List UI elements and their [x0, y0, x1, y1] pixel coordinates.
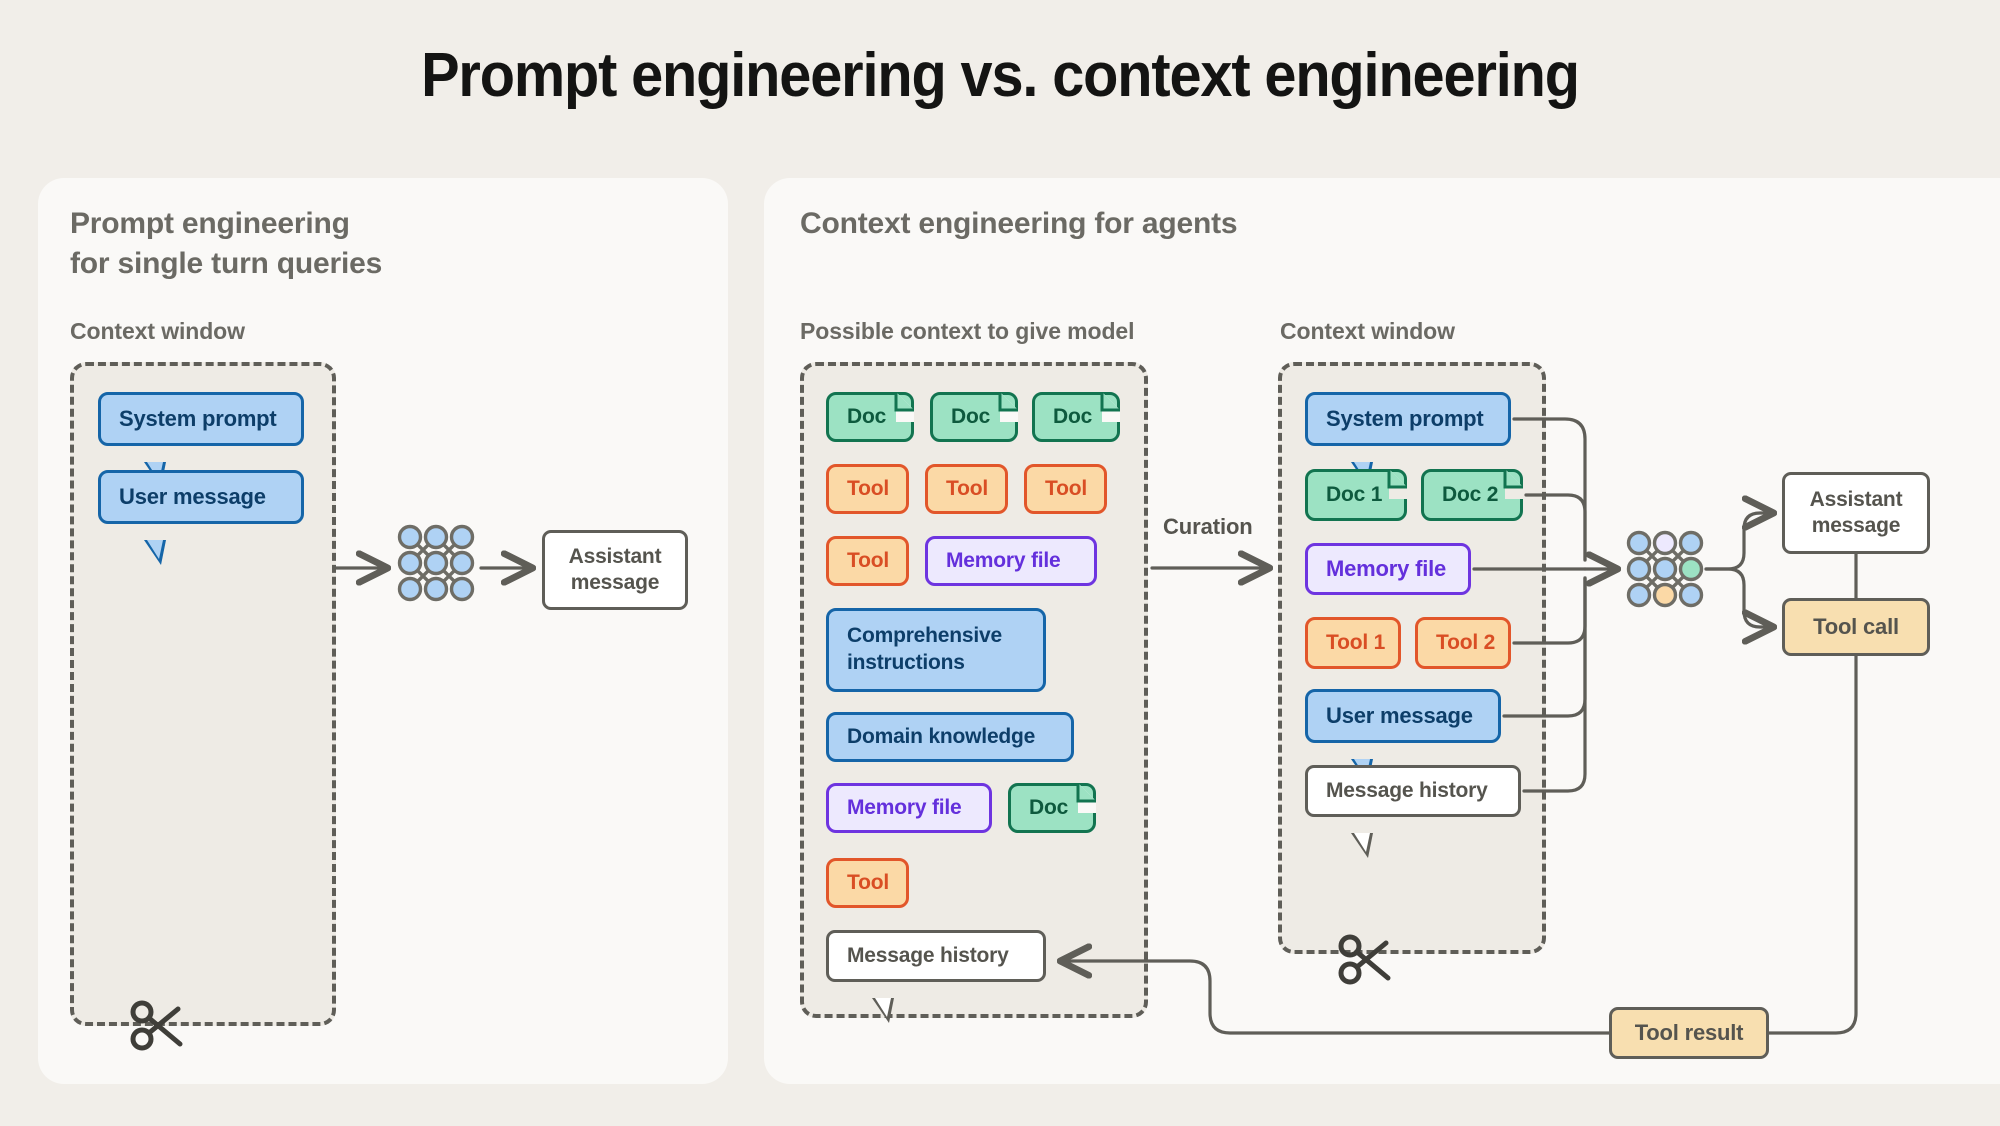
doc-fold-icon	[1503, 469, 1523, 499]
node-user-message[interactable]: User message	[98, 470, 304, 565]
node-message-history-left[interactable]: Message history	[826, 930, 1046, 1023]
node-assistant-message-left[interactable]: Assistant message	[542, 530, 688, 610]
curation-label: Curation	[1163, 514, 1253, 539]
node-label: Doc	[847, 405, 887, 428]
node-label: Tool 2	[1436, 631, 1496, 654]
node-label: Doc 2	[1442, 483, 1499, 506]
node-doc-3[interactable]: Doc	[1032, 392, 1120, 442]
node-cw-system-prompt[interactable]: System prompt	[1305, 392, 1511, 487]
right-panel-heading: Context engineering for agents	[800, 207, 1238, 240]
node-tool-1[interactable]: Tool	[826, 464, 909, 514]
scissors-icon	[1336, 928, 1398, 995]
node-memory-file-1[interactable]: Memory file	[925, 536, 1097, 586]
doc-fold-icon	[998, 392, 1018, 422]
node-label: Doc	[1053, 405, 1093, 428]
left-context-window	[70, 362, 336, 1026]
neural-network-icon	[1626, 530, 1704, 608]
node-label: Tool	[946, 477, 988, 500]
node-comprehensive-instructions[interactable]: Comprehensive instructions	[826, 608, 1046, 692]
node-tool-4[interactable]: Tool	[826, 536, 909, 586]
node-cw-tool-2[interactable]: Tool 2	[1415, 617, 1511, 669]
node-label: Doc	[1029, 796, 1069, 819]
doc-fold-icon	[1387, 469, 1407, 499]
node-tool-call[interactable]: Tool call	[1782, 598, 1930, 656]
node-label: Memory file	[1326, 556, 1447, 581]
doc-fold-icon	[1076, 783, 1096, 813]
node-label: Comprehensive instructions	[847, 624, 1002, 674]
scissors-icon	[128, 994, 190, 1061]
node-label: Tool	[847, 549, 889, 572]
node-tool-2[interactable]: Tool	[925, 464, 1008, 514]
doc-fold-icon	[1100, 392, 1120, 422]
node-cw-doc-2[interactable]: Doc 2	[1421, 469, 1523, 521]
node-doc-4[interactable]: Doc	[1008, 783, 1096, 833]
page-title: Prompt engineering vs. context engineeri…	[421, 41, 1580, 110]
node-label: Assistant message	[1809, 487, 1903, 537]
possible-context-label: Possible context to give model	[800, 318, 1135, 344]
node-label: Doc 1	[1326, 483, 1383, 506]
node-tool-3[interactable]: Tool	[1024, 464, 1107, 514]
node-domain-knowledge[interactable]: Domain knowledge	[826, 712, 1074, 762]
node-label: System prompt	[1326, 406, 1484, 431]
node-label: Tool	[1045, 477, 1087, 500]
neural-network-icon	[397, 524, 475, 602]
node-label: User message	[119, 484, 266, 509]
node-label: Message history	[1326, 779, 1488, 802]
node-label: Message history	[847, 944, 1009, 967]
node-label: Tool	[847, 871, 889, 894]
left-panel-heading: Prompt engineering for single turn queri…	[70, 207, 383, 280]
node-doc-1[interactable]: Doc	[826, 392, 914, 442]
node-label: Assistant message	[568, 544, 662, 594]
node-label: Doc	[951, 405, 991, 428]
node-label: Tool result	[1634, 1020, 1744, 1045]
node-assistant-message-right[interactable]: Assistant message	[1782, 472, 1930, 554]
node-cw-tool-1[interactable]: Tool 1	[1305, 617, 1401, 669]
node-label: System prompt	[119, 406, 277, 431]
node-memory-file-2[interactable]: Memory file	[826, 783, 992, 833]
node-label: Tool call	[1813, 614, 1899, 639]
node-label: Tool 1	[1326, 631, 1386, 654]
node-label: Memory file	[847, 796, 962, 819]
node-cw-doc-1[interactable]: Doc 1	[1305, 469, 1407, 521]
node-label: Domain knowledge	[847, 725, 1036, 748]
node-label: User message	[1326, 703, 1473, 728]
node-label: Memory file	[946, 549, 1061, 572]
node-system-prompt[interactable]: System prompt	[98, 392, 304, 487]
right-context-window-label: Context window	[1280, 318, 1455, 344]
left-context-window-label: Context window	[70, 318, 245, 344]
node-cw-memory-file[interactable]: Memory file	[1305, 543, 1471, 595]
doc-fold-icon	[894, 392, 914, 422]
node-tool-result[interactable]: Tool result	[1609, 1007, 1769, 1059]
node-tool-5[interactable]: Tool	[826, 858, 909, 908]
node-cw-user-message[interactable]: User message	[1305, 689, 1501, 784]
node-doc-2[interactable]: Doc	[930, 392, 1018, 442]
node-label: Tool	[847, 477, 889, 500]
node-cw-message-history[interactable]: Message history	[1305, 765, 1521, 858]
